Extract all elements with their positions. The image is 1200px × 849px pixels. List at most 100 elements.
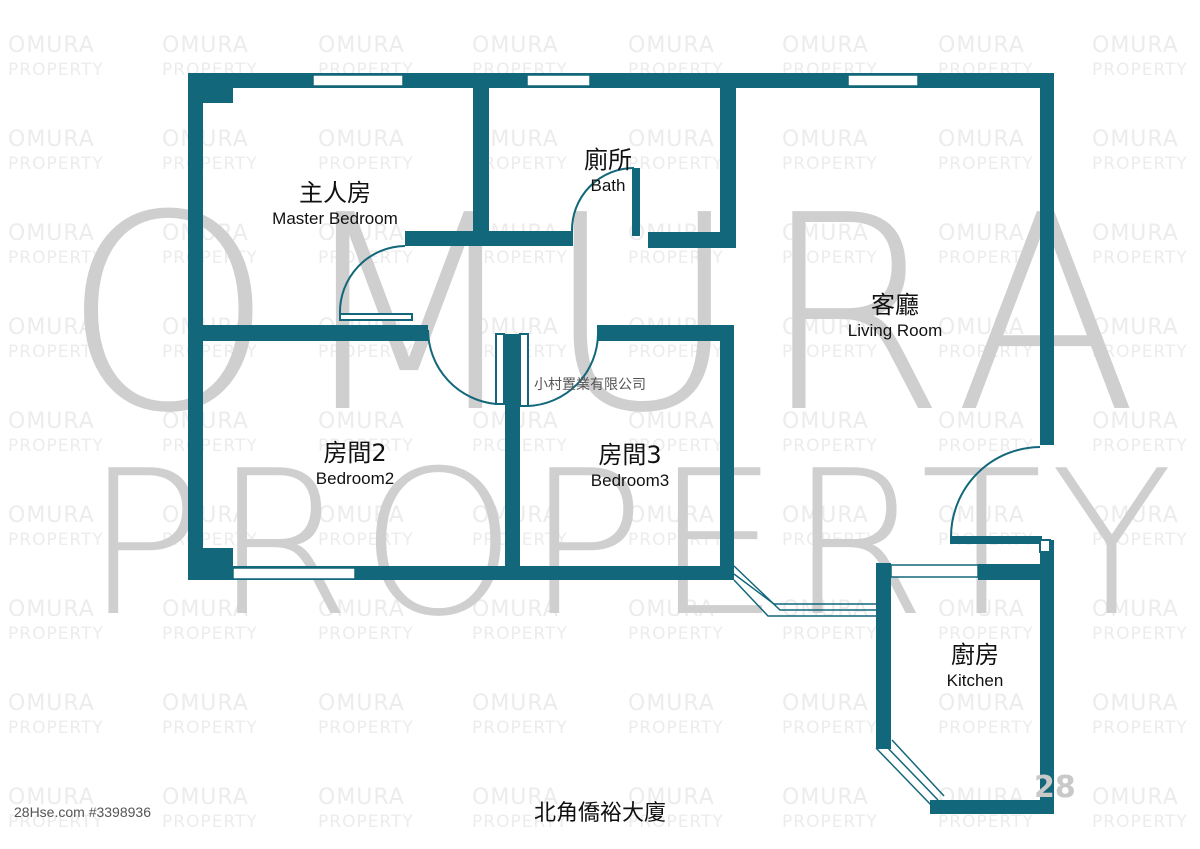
watermark-tile-line2: PROPERTY: [8, 154, 104, 174]
watermark-tile-line1: OMURA: [162, 221, 249, 246]
watermark-tile-line2: PROPERTY: [8, 812, 104, 832]
watermark-tile-line2: PROPERTY: [472, 624, 568, 644]
door-bath-swing: [570, 167, 635, 232]
watermark-tile-line2: PROPERTY: [8, 530, 104, 550]
watermark-tile-line1: OMURA: [782, 221, 869, 246]
watermark-tile-line2: PROPERTY: [318, 812, 414, 832]
wall-kitchen-left: [876, 563, 891, 749]
room-label-master: 主人房 Master Bedroom: [250, 178, 420, 230]
watermark-tile-line1: OMURA: [1092, 33, 1179, 58]
door-entry-swing: [950, 446, 1041, 538]
watermark-tile-line1: OMURA: [162, 33, 249, 58]
watermark-tile-line1: OMURA: [782, 409, 869, 434]
watermark-tile-line1: OMURA: [318, 691, 405, 716]
room-name-en: Bedroom3: [590, 471, 670, 490]
room-name-zh: 廚房: [951, 641, 999, 669]
room-name-zh: 主人房: [299, 179, 371, 207]
watermark-tile-line1: OMURA: [628, 691, 715, 716]
watermark-tile-line2: PROPERTY: [1092, 718, 1188, 738]
watermark-tile-line1: OMURA: [8, 127, 95, 152]
watermark-tile-line2: PROPERTY: [938, 342, 1034, 362]
room-name-en: Master Bedroom: [272, 209, 398, 228]
watermark-tile-line1: OMURA: [1092, 785, 1179, 810]
watermark-tile-line2: PROPERTY: [938, 624, 1034, 644]
watermark-tile-line2: PROPERTY: [628, 248, 724, 268]
door-bedroom2-leaf: [495, 333, 505, 405]
watermark-tile-line2: PROPERTY: [1092, 60, 1188, 80]
watermark-tile-line2: PROPERTY: [1092, 248, 1188, 268]
watermark-tile-line2: PROPERTY: [938, 436, 1034, 456]
watermark-tile-line2: PROPERTY: [1092, 624, 1188, 644]
wall-kitchen-top-right: [978, 564, 1054, 580]
watermark-tile-line2: PROPERTY: [318, 248, 414, 268]
watermark-tile-line2: PROPERTY: [628, 718, 724, 738]
door-master-leaf: [339, 313, 413, 321]
room-label-kitchen: 廚房 Kitchen: [920, 640, 1030, 692]
watermark-tile-line1: OMURA: [8, 691, 95, 716]
watermark-tile-line2: PROPERTY: [162, 154, 258, 174]
watermark-tile-line1: OMURA: [318, 127, 405, 152]
room-name-zh: 房間2: [323, 439, 387, 467]
watermark-tile-line2: PROPERTY: [8, 248, 104, 268]
window-bath: [526, 74, 591, 87]
room-label-living: 客廳 Living Room: [830, 290, 960, 342]
watermark-tile-line2: PROPERTY: [782, 248, 878, 268]
room-name-en: Kitchen: [946, 671, 1004, 690]
watermark-tile-line2: PROPERTY: [938, 154, 1034, 174]
watermark-tile-line1: OMURA: [782, 33, 869, 58]
watermark-tile-line2: PROPERTY: [8, 436, 104, 456]
watermark-tile-line1: OMURA: [162, 785, 249, 810]
watermark-tile-line2: PROPERTY: [782, 342, 878, 362]
watermark-tile-line2: PROPERTY: [318, 624, 414, 644]
watermark-tile-line1: OMURA: [938, 127, 1025, 152]
bay-window-living-bottom: [733, 565, 876, 611]
watermark-tile-line2: PROPERTY: [472, 248, 568, 268]
watermark-tile-line1: OMURA: [318, 33, 405, 58]
room-label-bedroom2: 房間2 Bedroom2: [290, 438, 420, 490]
bay-window-kitchen-3: [891, 739, 945, 797]
watermark-tile-line1: OMURA: [938, 221, 1025, 246]
watermark-tile-line2: PROPERTY: [782, 436, 878, 456]
watermark-tile-line1: OMURA: [8, 221, 95, 246]
wall-bedroom-hall-vertical: [505, 334, 520, 580]
bay-window-kitchen: [875, 747, 933, 807]
doors: [338, 167, 1051, 553]
watermark-tile-line2: PROPERTY: [1092, 436, 1188, 456]
watermark-tile-line1: OMURA: [628, 597, 715, 622]
watermark-tile-line2: PROPERTY: [472, 718, 568, 738]
watermark-tile-line1: OMURA: [8, 315, 95, 340]
windows: [232, 74, 919, 580]
watermark-tile-line2: PROPERTY: [1092, 154, 1188, 174]
watermark-tile-line2: PROPERTY: [628, 530, 724, 550]
watermark-tile-line2: PROPERTY: [162, 530, 258, 550]
watermark-tile-line1: OMURA: [1092, 597, 1179, 622]
walls: [188, 73, 1054, 814]
wall-door-jamb-living: [950, 536, 1042, 544]
watermark-tile-line2: PROPERTY: [628, 342, 724, 362]
wall-bedroom3-top: [597, 325, 733, 341]
listing-id: 28Hse.com #3398936: [14, 804, 151, 820]
watermark-tile-line1: OMURA: [318, 409, 405, 434]
